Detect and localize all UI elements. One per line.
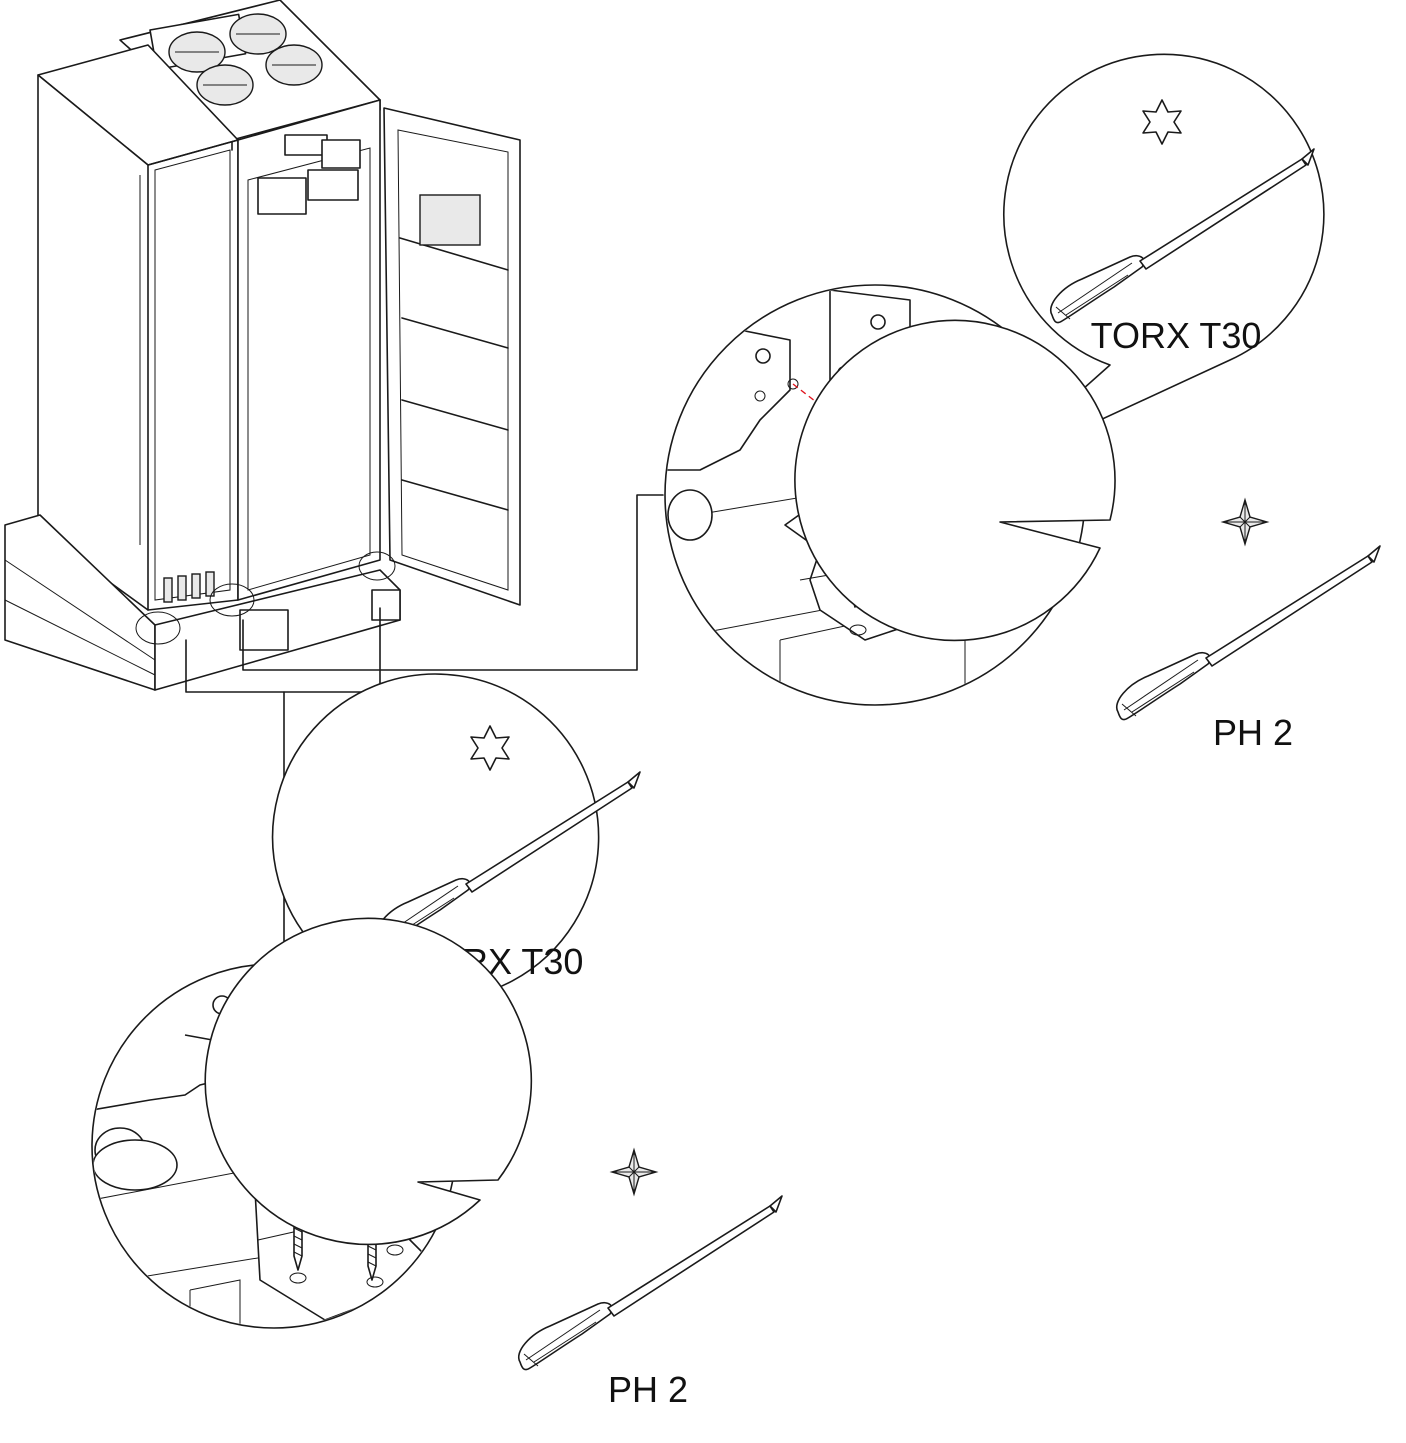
tool-label-torx-top: TORX T30 [1091, 315, 1262, 356]
screwdriver-icon [517, 1195, 783, 1371]
tool-bubble-torx-top: TORX T30 [991, 53, 1325, 471]
vent-louvers [163, 571, 215, 603]
callout-marker-right [358, 551, 396, 581]
tool-label-ph-bottom: PH 2 [608, 1369, 688, 1410]
screwdriver-icon [1115, 545, 1381, 721]
tool-bubble-ph-bottom: PH 2 [204, 917, 783, 1410]
control-panel [257, 134, 361, 215]
callout-marker-middle [209, 583, 255, 617]
fan-grilles [149, 13, 323, 106]
callout-marker-left [135, 611, 181, 645]
phillips-cross-icon [611, 1149, 657, 1195]
cabinet-door [383, 107, 521, 606]
pallet [4, 514, 401, 691]
tool-label-ph-top: PH 2 [1213, 712, 1293, 753]
phillips-cross-icon [1222, 499, 1268, 545]
ups-cabinet [4, 0, 521, 691]
tool-bubble-ph-top: PH 2 [794, 319, 1381, 753]
